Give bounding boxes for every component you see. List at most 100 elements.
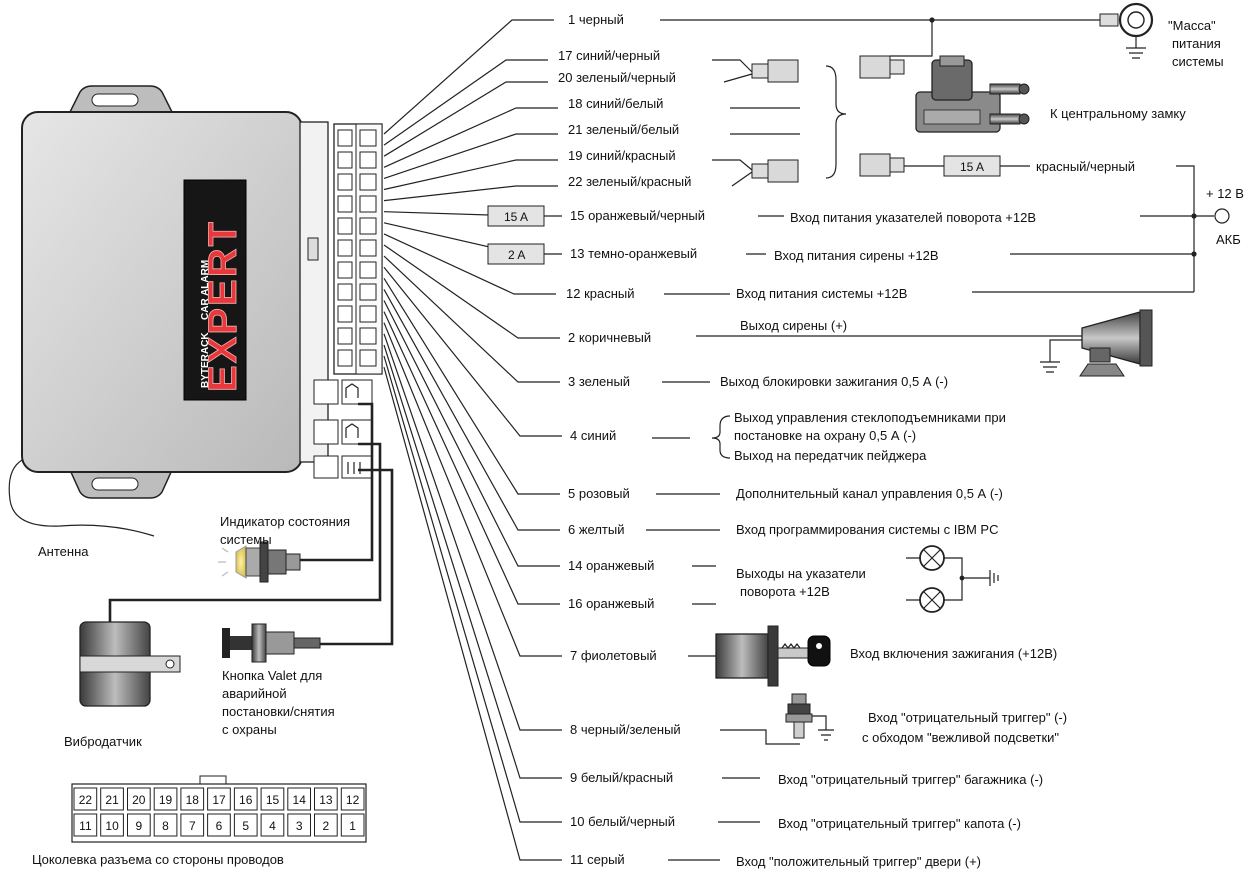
connector-pin-left [337,305,353,323]
valet-label-2: аварийной [222,686,287,701]
pinout-cell [340,813,365,837]
antenna-label: Антенна [38,544,89,559]
trunk-label: Вход "отрицательный триггер" багажника (… [778,772,1043,787]
harness-wire [383,344,562,779]
wire-2-label: 2 коричневый [568,330,651,345]
harness-wire [383,19,554,135]
turn-lamps-icon [906,545,999,613]
window-label-2: постановке на охрану 0,5 А (-) [734,428,916,443]
connector-pin-right [359,305,377,323]
connector-pin-right [359,151,377,169]
ignition-in-label: Вход включения зажигания (+12В) [850,646,1057,661]
red-black-label: красный/черный [1036,159,1135,174]
wire-8-label: 8 черный/зеленый [570,722,681,737]
connector-pin-right [359,195,377,213]
pinout-cell [153,813,178,837]
pinout-cell [153,787,178,811]
neg-trig-label-2: с обходом "вежливой подсветки" [862,730,1059,745]
pinout-cell [287,813,311,837]
mass-label-1: "Масса" [1168,18,1216,33]
window-label-1: Выход управления стеклоподъемниками при [734,410,1006,425]
pinout-number: 18 [186,793,200,807]
door-label: Вход "положительный триггер" двери (+) [736,854,981,869]
wire-14-label: 14 оранжевый [568,558,654,573]
wire-15-label: 15 оранжевый/черный [570,208,705,223]
connector-pin-right [359,239,377,257]
wire-11-label: 11 серый [570,852,625,867]
mass-label-3: системы [1172,54,1224,69]
pinout-number: 3 [296,819,303,833]
wire-16-label: 16 оранжевый [568,596,654,611]
harness-wire [383,277,560,495]
pinout-number: 1 [349,819,356,833]
wire-9-label: 9 белый/красный [570,770,673,785]
window-label-3: Выход на передатчик пейджера [734,448,927,463]
pinout-cell [260,813,285,837]
harness-wire [383,300,560,567]
connector-pin-left [337,173,353,191]
pinout-number: 15 [266,793,280,807]
pinout-number: 17 [212,793,226,807]
harness-wire [383,322,562,657]
status-led-icon [218,541,301,583]
connector-pin-left [337,195,353,213]
pinout-number: 13 [319,793,333,807]
wire-18-label: 18 синий/белый [568,96,663,111]
pinout-number: 14 [293,793,307,807]
pinout-cell [180,787,205,811]
connector-pin-right [359,217,377,235]
pinout-cell [340,787,365,811]
mass-label-2: питания [1172,36,1221,51]
pinout-cell [180,813,205,837]
harness-wire [383,355,562,823]
pinout-cell [314,787,338,811]
ign-block-label: Выход блокировки зажигания 0,5 А (-) [720,374,948,389]
wire-10-label: 10 белый/черный [570,814,675,829]
harness-wire [383,311,560,605]
siren-icon [1040,309,1153,377]
harness-wire [383,133,558,179]
akb-label: АКБ [1216,232,1241,247]
led-label-1: Индикатор состояния [220,514,350,529]
wire-5-label: 5 розовый [568,486,630,501]
siren-out-label: Выход сирены (+) [740,318,847,333]
pinout-number: 9 [135,819,142,833]
pinout-number: 21 [105,793,119,807]
pinout-cell [260,787,285,811]
connector-pin-right [359,283,377,301]
door-switch-icon [785,693,834,741]
product-text: CAR ALARM [200,260,211,320]
harness-wire [383,81,548,157]
vibro-sensor-icon [79,621,181,707]
turn-out-label-1: Выходы на указатели [736,566,866,581]
pinout-number: 10 [105,819,119,833]
led-label-2: системы [220,532,272,547]
pinout-number: 5 [242,819,249,833]
pinout-cell [127,787,151,811]
antenna-icon [8,459,155,537]
connector-pin-left [337,261,353,279]
aux-connectors [313,379,373,479]
wire-12-label: 12 красный [566,286,635,301]
pinout-number: 11 [79,819,92,833]
fuse-lock-label: 15 A [960,160,984,174]
valet-label-4: с охраны [222,722,277,737]
system-power-label: Вход питания системы +12В [736,286,907,301]
wire-20-label: 20 зеленый/черный [558,70,676,85]
hood-label: Вход "отрицательный триггер" капота (-) [778,816,1021,831]
model-text: EXPERT [201,220,245,392]
turn-power-label: Вход питания указателей поворота +12В [790,210,1036,225]
pinout-cell [233,813,258,837]
wire-1-label: 1 черный [568,12,624,27]
central-lock-icon [915,55,1030,133]
pinout-cell [127,813,151,837]
pinout-cell [73,787,98,811]
pinout-number: 22 [79,793,93,807]
wire-3-label: 3 зеленый [568,374,630,389]
pinout-number: 19 [159,793,173,807]
turn-out-label-2: поворота +12В [740,584,830,599]
valet-label-1: Кнопка Valet для [222,668,322,683]
alarm-unit: BYTERACK CAR ALARM EXPERT [21,85,329,499]
